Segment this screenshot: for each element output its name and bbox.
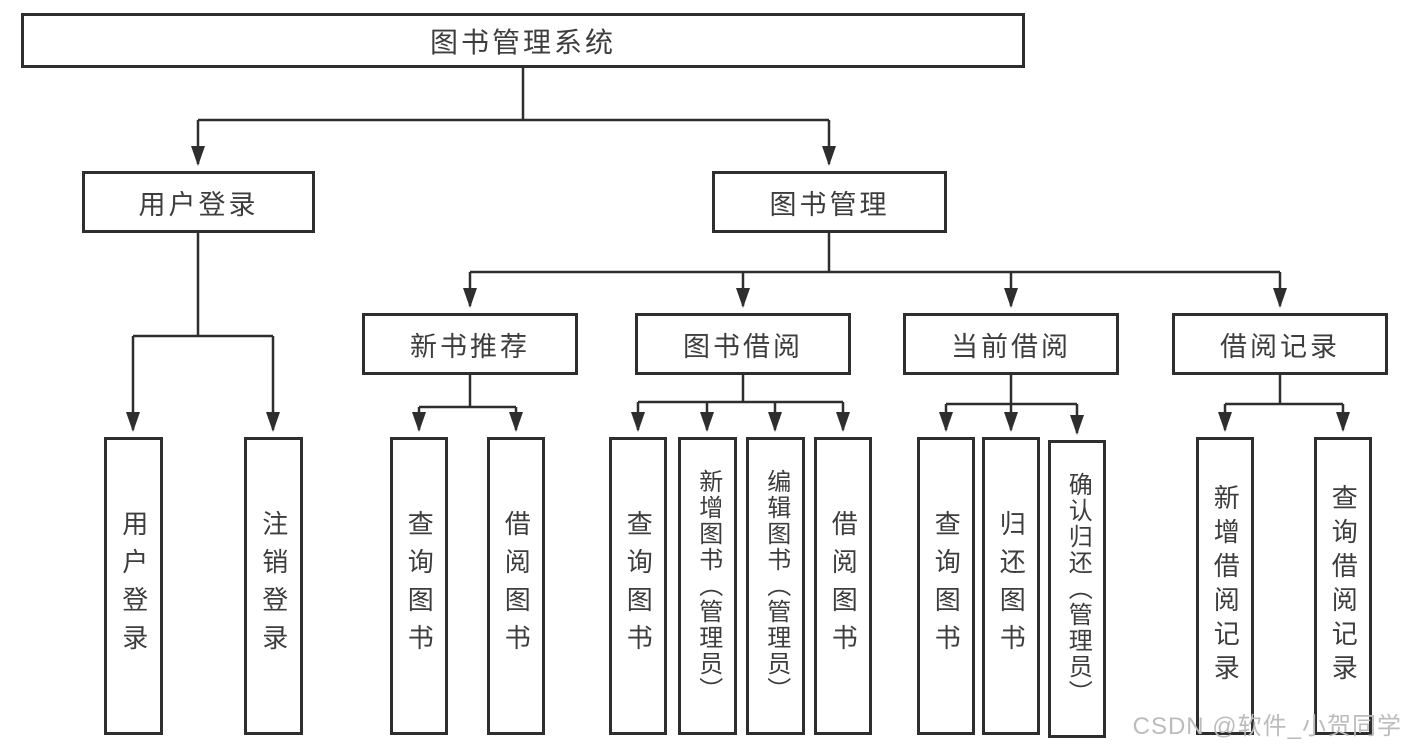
node-root-library-system: 图书管理系统 [21, 13, 1025, 68]
leaf-return-book: 归还图书 [982, 437, 1040, 735]
node-current-borrow: 当前借阅 [903, 313, 1119, 375]
node-label: 借阅记录 [1220, 331, 1340, 362]
node-label: 图书管理 [769, 189, 890, 220]
csdn-watermark: CSDN @软件_小贺同学 [1132, 713, 1402, 740]
node-label: 新增借阅记录 [1210, 484, 1241, 688]
node-label: 查询图书 [404, 510, 435, 662]
node-book-management-branch: 图书管理 [712, 171, 947, 233]
leaf-add-book-admin: 新增图书（管理员） [678, 437, 737, 735]
node-label: 用户登录 [138, 189, 259, 220]
leaf-query-borrow-record: 查询借阅记录 [1314, 437, 1372, 735]
leaf-query-book-3: 查询图书 [917, 437, 975, 735]
node-label: 新书推荐 [410, 331, 530, 362]
node-label: 编辑图书（管理员） [762, 469, 790, 703]
node-label: 图书借阅 [683, 331, 803, 362]
node-label: 查询图书 [931, 510, 962, 662]
leaf-edit-book-admin: 编辑图书（管理员） [746, 437, 805, 735]
node-label: 查询借阅记录 [1328, 484, 1359, 688]
leaf-query-book-1: 查询图书 [390, 437, 448, 735]
node-label: 用户登录 [118, 510, 149, 662]
node-label: 借阅图书 [828, 510, 859, 662]
node-new-book-recommend: 新书推荐 [362, 313, 578, 375]
node-label: 确认归还（管理员） [1064, 472, 1092, 706]
node-borrow-record: 借阅记录 [1172, 313, 1388, 375]
node-book-borrow: 图书借阅 [635, 313, 851, 375]
leaf-borrow-book-2: 借阅图书 [814, 437, 872, 735]
node-label: 借阅图书 [501, 510, 532, 662]
node-label: 查询图书 [623, 510, 654, 662]
node-user-login-branch: 用户登录 [82, 171, 315, 233]
leaf-borrow-book-1: 借阅图书 [487, 437, 545, 735]
node-label: 归还图书 [996, 510, 1027, 662]
node-label: 图书管理系统 [429, 26, 616, 58]
node-label: 当前借阅 [951, 331, 1071, 362]
leaf-query-book-2: 查询图书 [609, 437, 667, 735]
leaf-logout: 注销登录 [244, 437, 303, 735]
node-label: 新增图书（管理员） [694, 469, 722, 703]
node-label: 注销登录 [258, 510, 289, 662]
leaf-user-login: 用户登录 [104, 437, 163, 735]
leaf-confirm-return-admin: 确认归还（管理员） [1048, 440, 1106, 738]
leaf-add-borrow-record: 新增借阅记录 [1196, 437, 1254, 735]
